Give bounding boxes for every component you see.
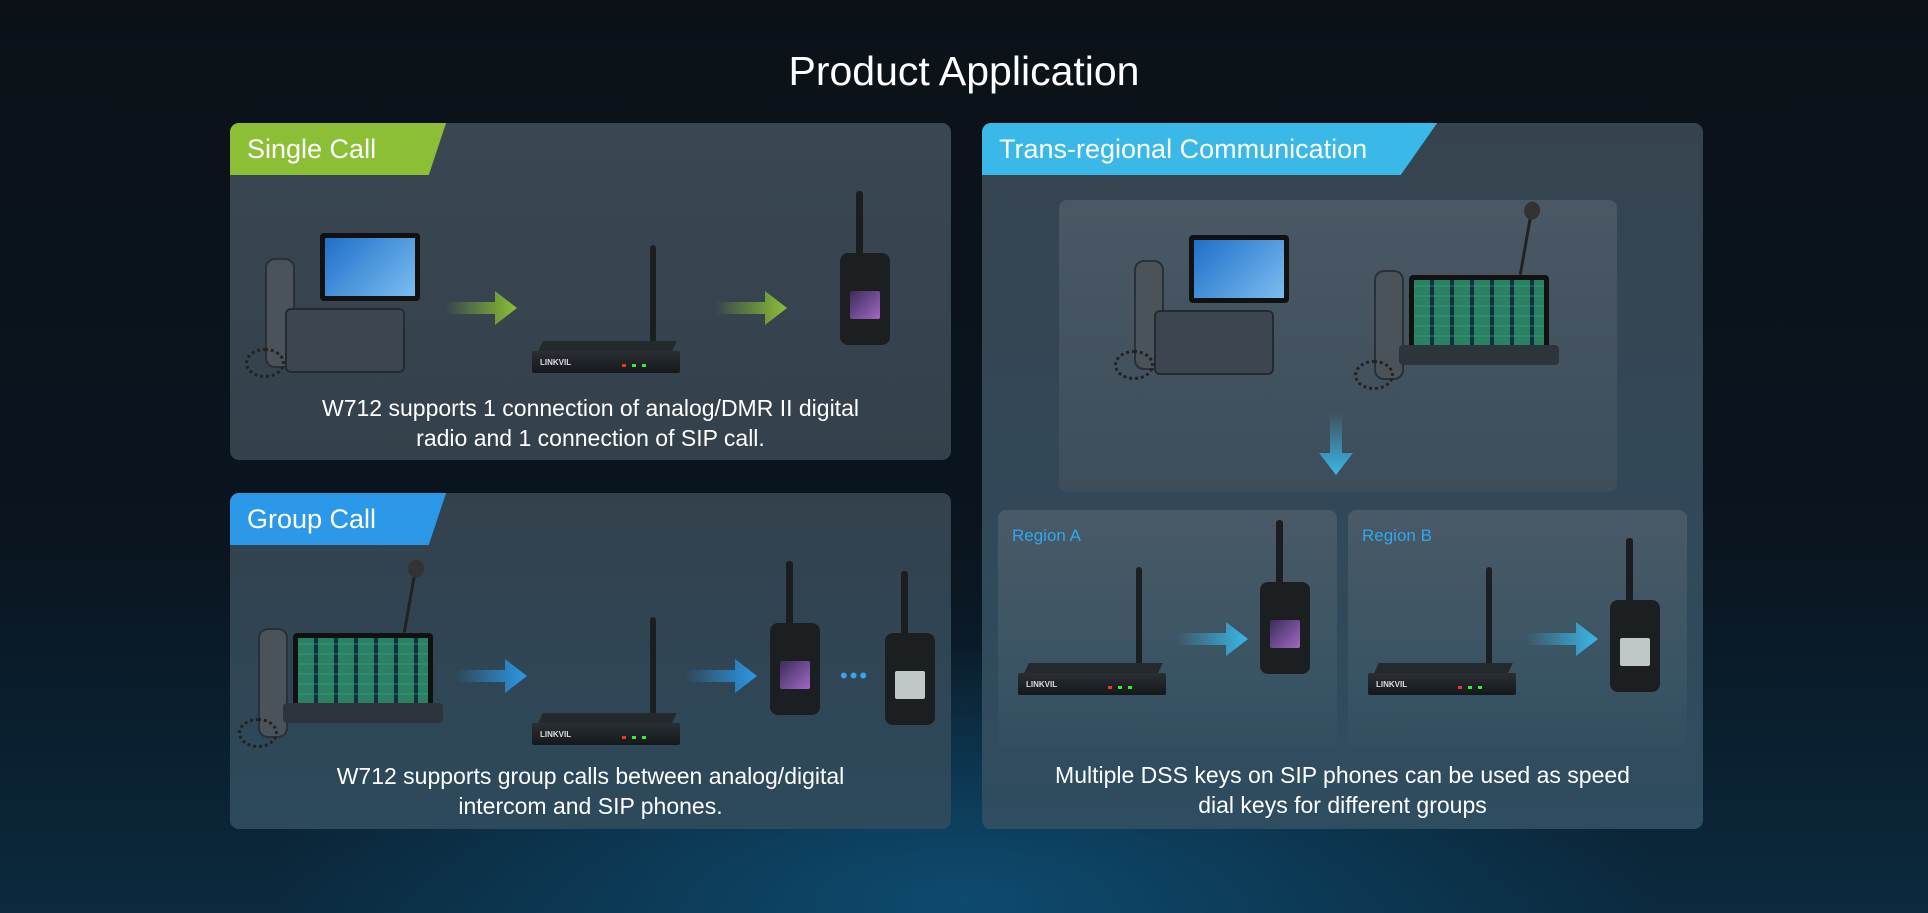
video-phone-image bbox=[245, 233, 445, 383]
group-call-description: W712 supports group calls between analog… bbox=[336, 763, 845, 819]
single-call-card: Single Call LINKVIL W712 supports 1 conn… bbox=[230, 123, 951, 460]
region-a-label: Region A bbox=[1012, 526, 1081, 545]
arrow-right-icon bbox=[445, 291, 517, 325]
gateway-router-image: LINKVIL bbox=[1368, 555, 1518, 695]
trans-regional-tag: Trans-regional Communication bbox=[982, 123, 1438, 175]
region-b-label: Region B bbox=[1362, 526, 1432, 545]
dss-phone-image bbox=[1354, 215, 1574, 395]
gateway-router-image: LINKVIL bbox=[532, 233, 682, 373]
group-call-card: Group Call LINKVIL ••• W712 supports gro… bbox=[230, 493, 951, 829]
radio-image bbox=[770, 561, 822, 721]
sip-phones-box bbox=[1059, 200, 1617, 492]
gateway-router-image: LINKVIL bbox=[532, 605, 682, 745]
page-title: Product Application bbox=[788, 48, 1140, 94]
gateway-router-image: LINKVIL bbox=[1018, 555, 1168, 695]
trans-regional-card: Trans-regional Communication Region A LI… bbox=[982, 123, 1703, 829]
arrow-down-icon bbox=[1319, 413, 1353, 475]
arrow-right-icon bbox=[455, 659, 527, 693]
single-call-description: W712 supports 1 connection of analog/DMR… bbox=[322, 395, 859, 451]
arrow-right-icon bbox=[1526, 622, 1598, 656]
radio-image bbox=[840, 191, 892, 351]
arrow-right-icon bbox=[1176, 622, 1248, 656]
dss-phone-image bbox=[238, 573, 458, 753]
radio-image bbox=[1260, 520, 1312, 700]
trans-regional-description: Multiple DSS keys on SIP phones can be u… bbox=[1055, 762, 1630, 818]
single-call-tag: Single Call bbox=[230, 123, 447, 175]
more-radios-ellipsis: ••• bbox=[840, 663, 870, 688]
radio-image bbox=[1610, 538, 1662, 708]
video-phone-image bbox=[1114, 235, 1314, 385]
arrow-right-icon bbox=[685, 659, 757, 693]
radio-image bbox=[885, 571, 937, 731]
group-call-tag: Group Call bbox=[230, 493, 447, 545]
region-b-box: Region B LINKVIL bbox=[1348, 510, 1687, 747]
region-a-box: Region A LINKVIL bbox=[998, 510, 1337, 747]
arrow-right-icon bbox=[715, 291, 787, 325]
